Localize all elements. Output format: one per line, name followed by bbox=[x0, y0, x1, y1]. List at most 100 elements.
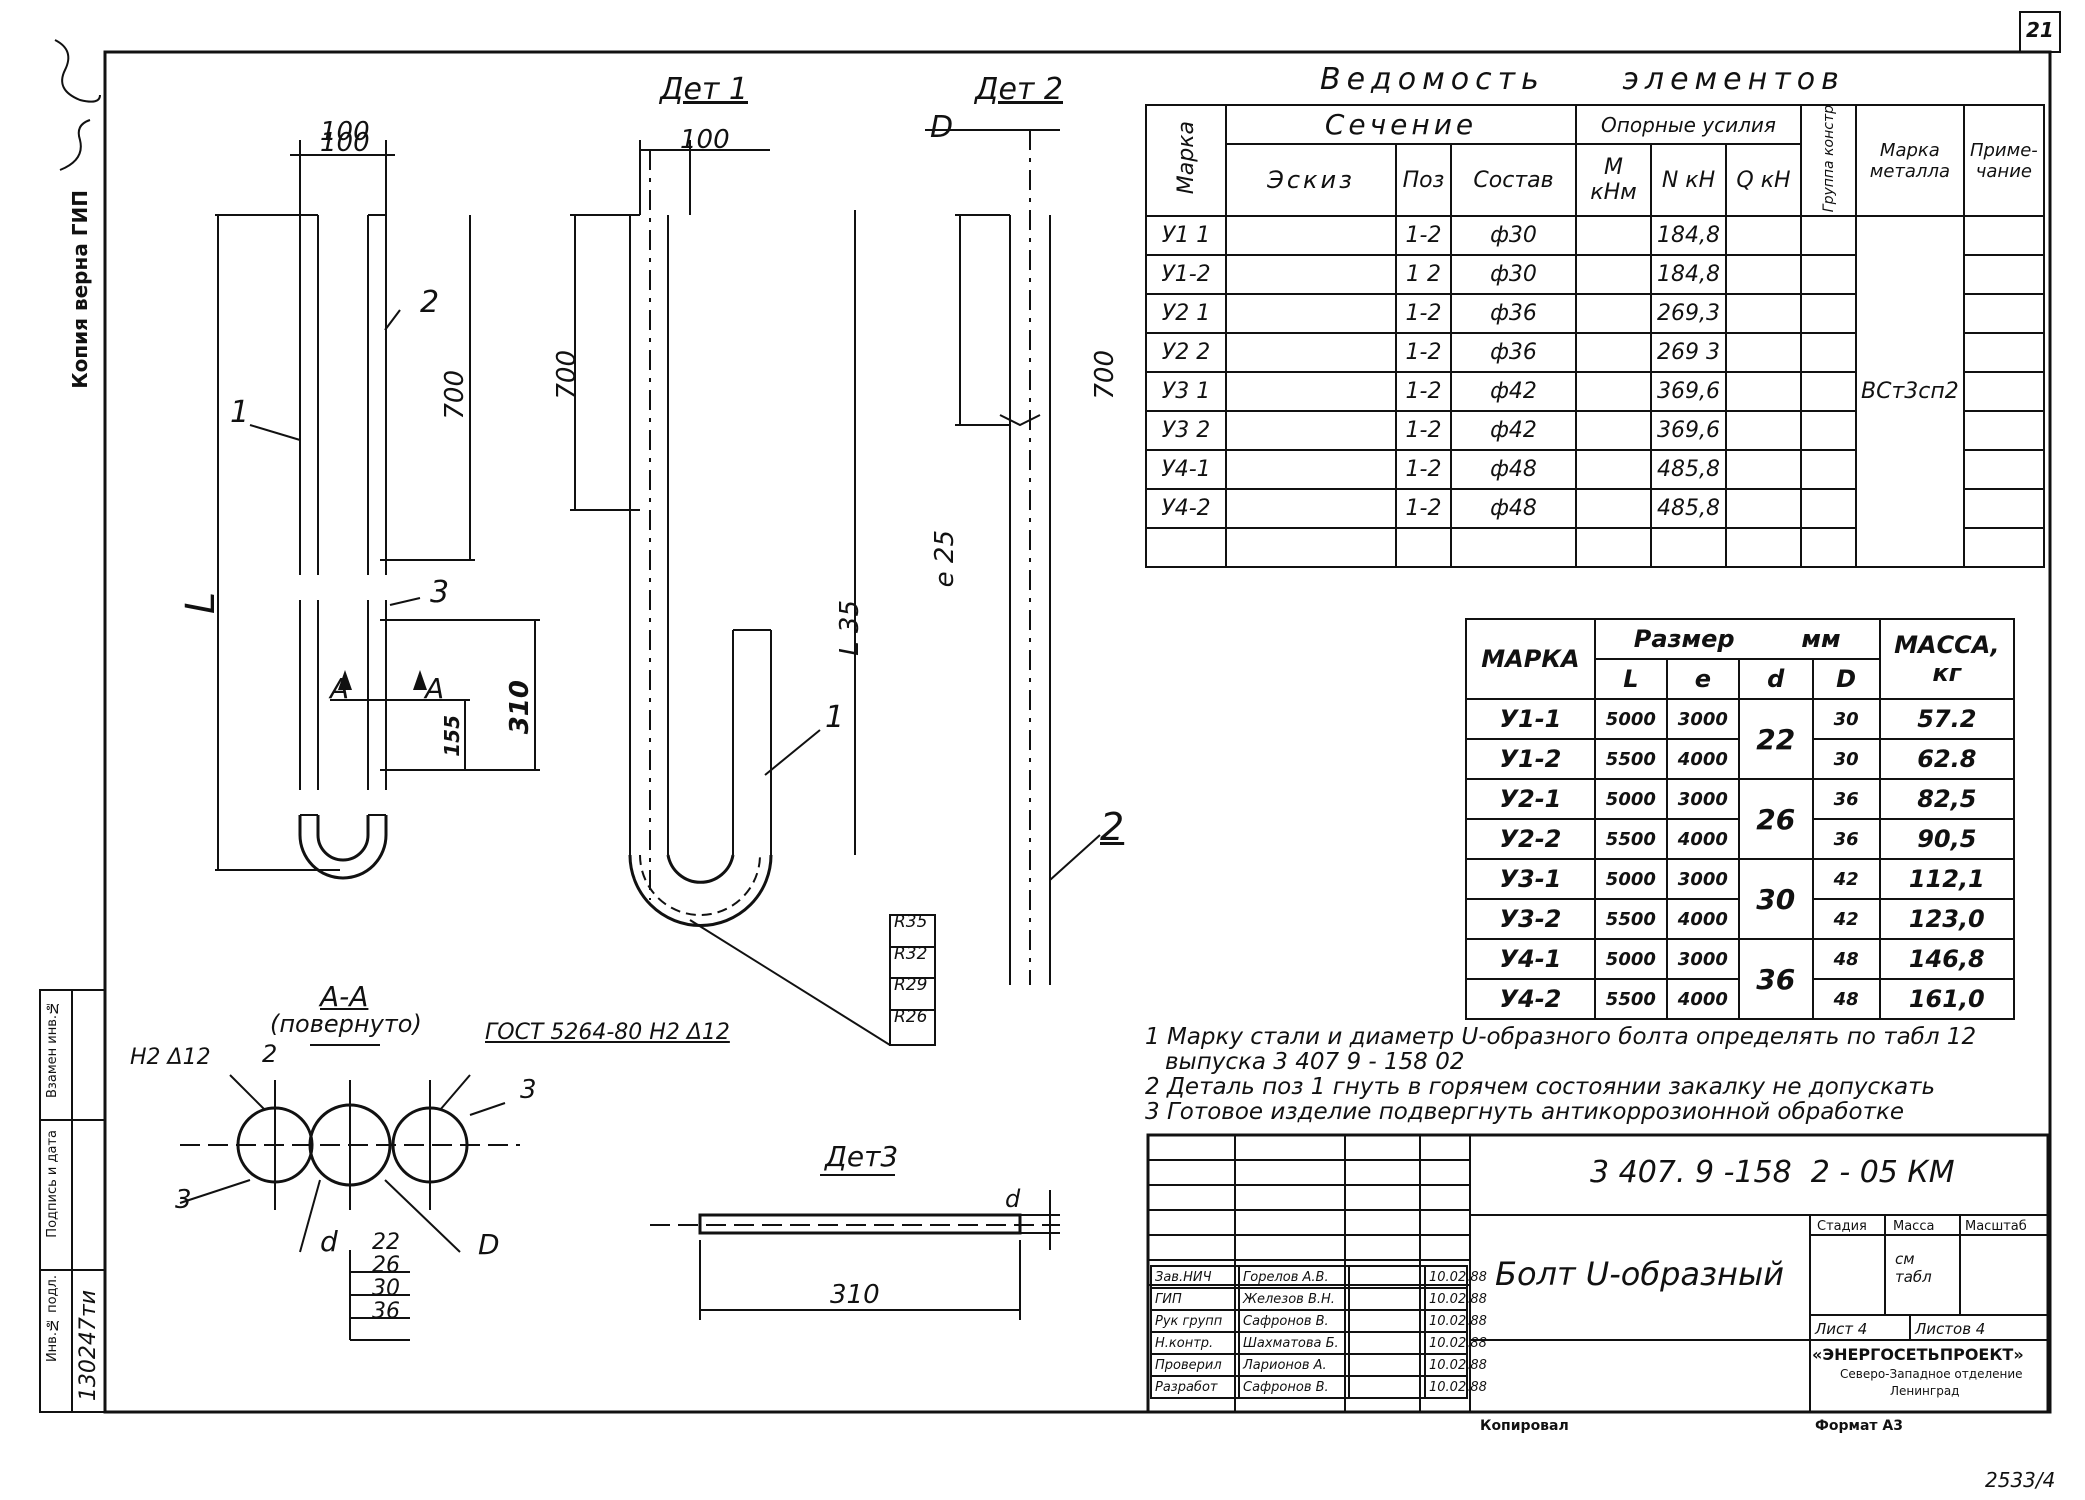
det3-dim-310: 310 bbox=[830, 1280, 880, 1310]
pos-label-3: 3 bbox=[430, 575, 450, 610]
list-label: Лист 4 bbox=[1815, 1320, 1868, 1338]
d-value-36: 36 bbox=[372, 1299, 400, 1324]
org-name: «ЭНЕРГОСЕТЬПРОЕКТ» bbox=[1812, 1345, 2024, 1364]
det3-dim-d: d bbox=[1005, 1185, 1021, 1213]
massa-label: Масса bbox=[1893, 1219, 1935, 1234]
d-value-30: 30 bbox=[372, 1276, 400, 1301]
h-M: M кНм bbox=[1575, 143, 1652, 217]
doc-code: 3 407. 9 -158 2 - 05 КМ bbox=[1590, 1155, 1955, 1190]
razmer-h-razmer: Размер мм bbox=[1593, 618, 1881, 660]
stadiya-label: Стадия bbox=[1817, 1219, 1867, 1234]
weld-left: Н2 Δ12 bbox=[130, 1045, 211, 1070]
section-title: А-А bbox=[320, 980, 369, 1013]
radius-32: R32 bbox=[894, 944, 928, 964]
det2-title: Дет 2 bbox=[975, 72, 1063, 107]
section-sub: (повернуто) bbox=[270, 1010, 422, 1038]
d-value-26: 26 bbox=[372, 1253, 400, 1278]
notes: 1 Марку стали и диаметр U-образного болт… bbox=[1145, 1025, 1976, 1125]
det2-dim-D: D bbox=[930, 110, 954, 145]
razmer-h-d: d bbox=[1737, 658, 1814, 700]
kopiroval-label: Копировал bbox=[1480, 1418, 1569, 1434]
note-3: 3 Готовое изделие подвергнуть антикорроз… bbox=[1145, 1099, 1905, 1125]
razmer-h-D: D bbox=[1811, 658, 1881, 700]
dim-100-left: 100 bbox=[320, 128, 370, 158]
section-label-3-right: 3 bbox=[520, 1075, 537, 1105]
sheet-number: 21 bbox=[2026, 18, 2054, 42]
h-sostav: Состав bbox=[1450, 143, 1577, 217]
h-opornye: Опорные усилия bbox=[1575, 104, 1802, 145]
svg-text:100: 100 bbox=[320, 117, 370, 147]
razmer-h-massa: МАССА, кг bbox=[1878, 618, 2016, 700]
massa-value: см табл bbox=[1895, 1250, 1932, 1286]
steel-grade: ВСт3сп2 bbox=[1855, 215, 1965, 568]
bottom-number: 2533/4 bbox=[1985, 1468, 2056, 1492]
masshtab-label: Масштаб bbox=[1965, 1219, 2027, 1234]
h-N: N кН bbox=[1650, 143, 1727, 217]
table-row: Н.контр.Шахматова Б.10.02.88 bbox=[1150, 1331, 1487, 1355]
section-mark-right: A bbox=[425, 672, 445, 705]
razmer-h-marka: МАРКА bbox=[1465, 618, 1596, 700]
h-eskiz: Эскиз bbox=[1225, 143, 1397, 217]
det2-pos-label: 2 bbox=[1100, 805, 1125, 849]
vedomost-title: Ведомость элементов bbox=[1320, 62, 1845, 97]
h-Q: Q кН bbox=[1725, 143, 1802, 217]
radius-35: R35 bbox=[894, 912, 928, 932]
det1-title: Дет 1 bbox=[660, 72, 748, 107]
razmer-h-e: e bbox=[1665, 658, 1740, 700]
h-poz: Поз bbox=[1395, 143, 1452, 217]
weld-right: ГОСТ 5264-80 Н2 Δ12 bbox=[485, 1020, 730, 1045]
note-1-cont: выпуска 3 407 9 - 158 02 bbox=[1165, 1049, 1465, 1075]
section-label-2: 2 bbox=[262, 1040, 278, 1068]
note-1: 1 Марку стали и диаметр U-образного болт… bbox=[1145, 1024, 1977, 1050]
section-label-3-left: 3 bbox=[175, 1185, 192, 1215]
table-row bbox=[1145, 527, 2046, 568]
listov-label: Листов 4 bbox=[1915, 1320, 1986, 1338]
note-2: 2 Деталь поз 1 гнуть в горячем состоянии… bbox=[1145, 1074, 1936, 1100]
radius-29: R29 bbox=[894, 975, 928, 995]
org-city: Ленинград bbox=[1890, 1384, 1960, 1398]
pos-label-2: 2 bbox=[420, 285, 440, 320]
format-label: Формат А3 bbox=[1815, 1418, 1903, 1434]
pos-label-1: 1 bbox=[230, 395, 250, 430]
section-label-d: d bbox=[320, 1225, 338, 1258]
org-dept: Северо-Западное отделение bbox=[1840, 1367, 2023, 1381]
h-sechenie: Сечение bbox=[1225, 104, 1577, 145]
d-value-22: 22 bbox=[372, 1230, 400, 1255]
radius-26: R26 bbox=[894, 1007, 928, 1027]
h-marka-metalla: Марка металла bbox=[1855, 104, 1965, 217]
h-primechanie: Приме-чание bbox=[1962, 104, 2046, 217]
det1-pos-label: 1 bbox=[825, 700, 845, 735]
vedomost-table: Марка Сечение Опорные усилия Группа конс… bbox=[1145, 104, 2046, 568]
razmer-h-L: L bbox=[1593, 658, 1668, 700]
det1-dim-100: 100 bbox=[680, 125, 730, 155]
section-mark-left: A bbox=[330, 672, 350, 705]
doc-name: Болт U-образный bbox=[1495, 1255, 1784, 1293]
det3-title: Дет3 bbox=[825, 1140, 899, 1173]
section-label-D: D bbox=[478, 1228, 500, 1261]
